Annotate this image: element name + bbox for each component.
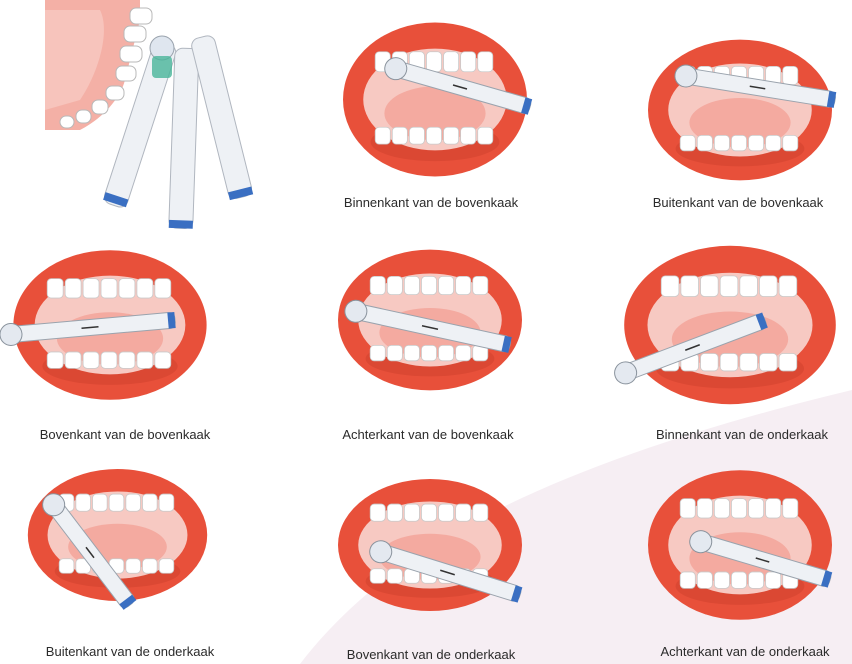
caption-bovenkant-bovenkaak: Bovenkant van de bovenkaak [40,427,211,442]
caption-binnenkant-bovenkaak: Binnenkant van de bovenkaak [344,195,518,210]
mouth-illustration-5 [615,235,845,415]
caption-achterkant-onderkaak: Achterkant van de onderkaak [660,644,829,659]
caption-binnenkant-onderkaak: Binnenkant van de onderkaak [656,427,828,442]
mouth-illustration-1 [335,12,535,187]
caption-bovenkant-onderkaak: Bovenkant van de onderkaak [347,647,515,662]
mouth-illustration-3 [5,240,215,410]
mouth-illustration-6 [20,460,215,610]
caption-achterkant-bovenkaak: Achterkant van de bovenkaak [342,427,513,442]
mouth-illustration-8 [640,460,840,630]
mouth-illustration-4 [330,240,530,400]
caption-buitenkant-onderkaak: Buitenkant van de onderkaak [46,644,214,659]
mouth-illustration-7 [330,470,530,620]
caption-buitenkant-bovenkaak: Buitenkant van de bovenkaak [653,195,824,210]
mouth-illustration-2 [640,30,840,190]
overview-jaw-illustration [40,0,240,245]
